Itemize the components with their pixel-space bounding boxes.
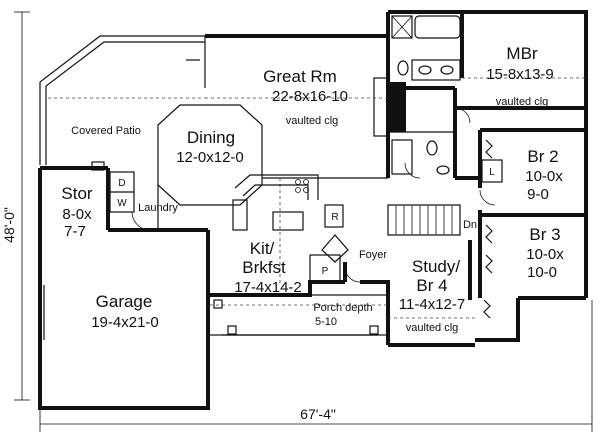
patio-post — [91, 161, 105, 171]
br2-size-b: 9-0 — [527, 186, 549, 203]
study-name-b: Br 4 — [416, 276, 447, 295]
br3-size-b: 10-0 — [527, 264, 557, 281]
study-size: 11-4x12-7 — [399, 296, 465, 313]
great-rm-name: Great Rm — [263, 67, 337, 86]
interior-walls — [106, 12, 586, 319]
br3-name: Br 3 — [529, 225, 560, 244]
linen-label: L — [489, 167, 495, 178]
dining-name: Dining — [187, 128, 235, 147]
laundry-name: Laundry — [138, 202, 178, 214]
great-rm-size: 22-8x16-10 — [272, 88, 348, 105]
br3-size-a: 10-0x — [526, 246, 564, 263]
br2-name: Br 2 — [527, 147, 558, 166]
stor-size-b: 7-7 — [64, 223, 86, 240]
mbr-note: vaulted clg — [496, 96, 549, 108]
mbr-name: MBr — [506, 44, 538, 63]
foyer-name: Foyer — [359, 249, 387, 261]
kitchen-fixtures — [109, 171, 344, 231]
refrigerator-label: R — [331, 212, 338, 223]
dryer-label: D — [118, 178, 125, 189]
porch — [207, 294, 389, 336]
dn-label: Dn — [463, 219, 477, 231]
br2-size-a: 10-0x — [525, 168, 563, 185]
study-note: vaulted clg — [406, 322, 459, 334]
porch-name: Porch depth — [313, 302, 372, 314]
pantry-label: P — [322, 266, 329, 277]
door-swings — [131, 107, 496, 283]
ceiling-lines — [48, 77, 586, 319]
covered-patio-name: Covered Patio — [71, 125, 141, 137]
stor-name: Stor — [61, 184, 93, 203]
great-rm-note: vaulted clg — [286, 115, 339, 127]
mbr-size: 15-8x13-9 — [486, 66, 554, 83]
washer-label: W — [117, 198, 127, 209]
porch-size: 5-10 — [315, 316, 337, 328]
study-name-a: Study/ — [412, 257, 460, 276]
garage-name: Garage — [96, 292, 153, 311]
kit-size: 17-4x14-2 — [234, 279, 302, 296]
width-dimension: 67'-4" — [300, 406, 336, 422]
depth-dimension: 48'-0" — [1, 207, 17, 243]
bath-fixtures — [391, 15, 461, 175]
dining-size: 12-0x12-0 — [176, 149, 244, 166]
kit-name-a: Kit/ — [250, 239, 275, 258]
stor-size-a: 8-0x — [62, 206, 92, 223]
kit-name-b: Brkfst — [242, 258, 286, 277]
garage-size: 19-4x21-0 — [91, 314, 159, 331]
